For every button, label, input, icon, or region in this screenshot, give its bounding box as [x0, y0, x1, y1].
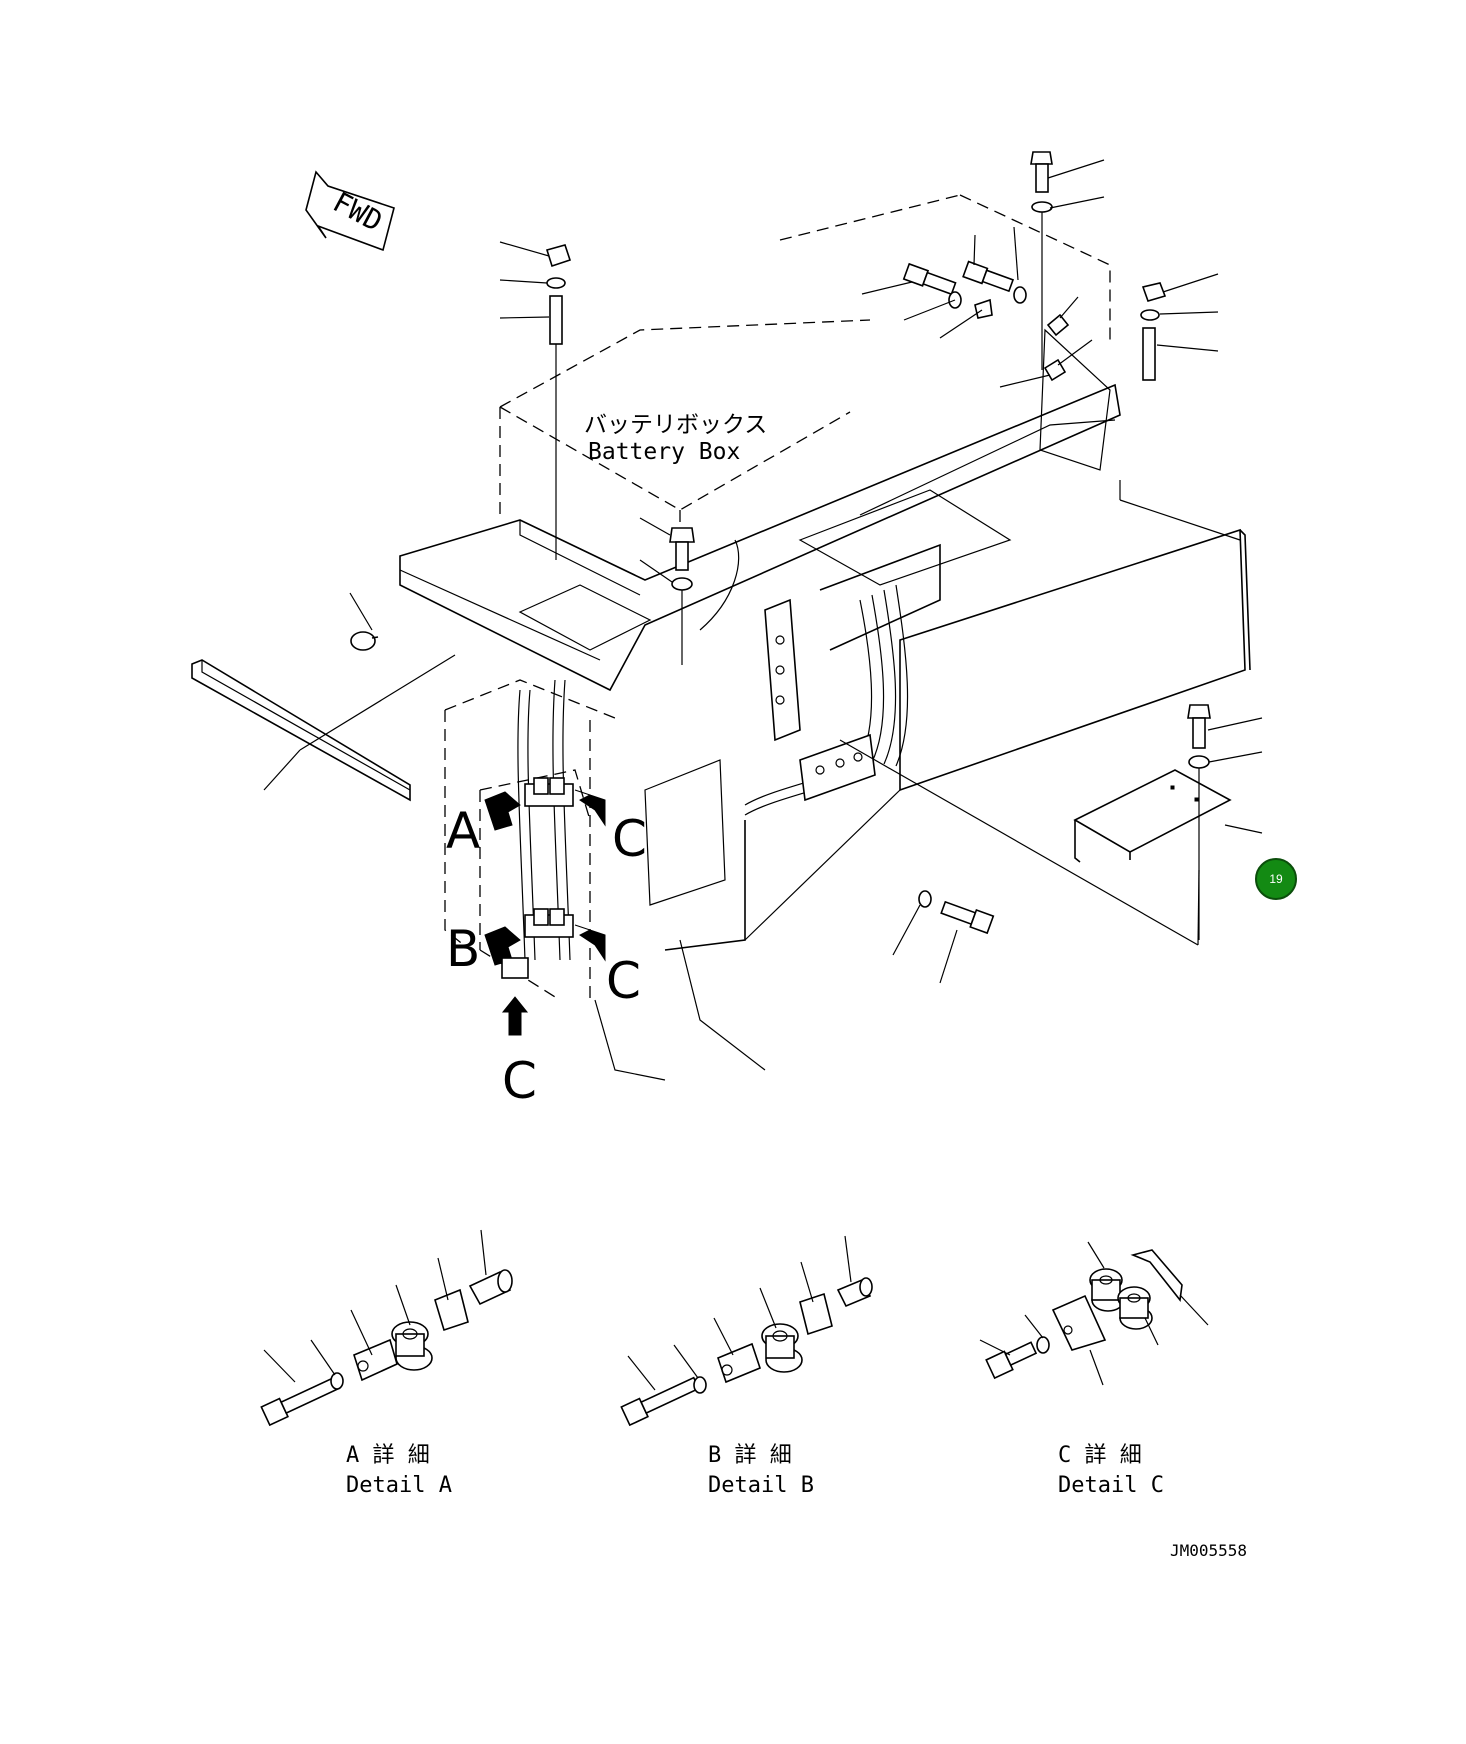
detail-a-title-en: Detail A [346, 1473, 452, 1498]
clip-icon [799, 1292, 833, 1336]
bolt-icon [1030, 151, 1053, 193]
washer-icon [546, 277, 566, 289]
clamp-cluster-a [484, 777, 606, 831]
nut-icon [1141, 282, 1167, 302]
battery-box-label-jp: バッテリボックス [584, 412, 767, 438]
drawing-number: JM005558 [1170, 1541, 1247, 1560]
bolt-icon [1187, 704, 1211, 719]
callout-number: 19 [1269, 872, 1283, 886]
bolt-icon [669, 527, 695, 543]
fwd-label: FWD [328, 185, 388, 238]
clamp-cluster-b [484, 908, 606, 966]
flat-bar [191, 659, 411, 802]
fwd-arrow-icon: FWD [305, 170, 395, 252]
detail-a: A 詳 細 Detail A [260, 1229, 513, 1498]
grommet-icon [391, 1321, 433, 1371]
bolt-icon [985, 1341, 1038, 1380]
clip-icon [434, 1288, 469, 1332]
frame-body [664, 328, 1251, 951]
reference-lines [299, 654, 1200, 946]
marker-a: A [446, 802, 480, 860]
stud-icon [549, 295, 563, 345]
bolt-icon [940, 900, 995, 935]
bolt-icon [962, 260, 1015, 293]
callout-badge[interactable]: 19 [1255, 858, 1297, 900]
detail-b-title-en: Detail B [708, 1473, 814, 1498]
collar-icon [468, 1269, 513, 1306]
battery-box-label-en: Battery Box [588, 439, 740, 465]
arrow-icon [574, 789, 606, 827]
washer-icon [693, 1376, 707, 1394]
bolt-icon [620, 1376, 700, 1427]
clip-icon [1046, 313, 1070, 337]
bolt-icon [260, 1376, 340, 1427]
detail-b-title-jp: B 詳 細 [708, 1443, 792, 1468]
rubber-plug [350, 631, 379, 651]
washer-icon [330, 1372, 344, 1390]
clamp-icon [1051, 1294, 1107, 1351]
hose-junction-block [764, 598, 876, 802]
washer-icon [1013, 286, 1027, 304]
marker-c: C [606, 952, 641, 1010]
marker-c: C [612, 810, 647, 868]
arrow-icon [501, 996, 529, 1036]
nut-icon [545, 244, 572, 268]
lower-frame-outline [444, 679, 766, 1081]
detail-c-title-en: Detail C [1058, 1473, 1164, 1498]
collar-icon [836, 1277, 873, 1308]
arrow-icon [574, 924, 606, 962]
grommet-icon [761, 1323, 803, 1373]
detail-b: B 詳 細 Detail B [620, 1235, 873, 1498]
stud-icon [1142, 327, 1156, 381]
arrow-icon [484, 791, 521, 831]
washer-icon [918, 890, 932, 908]
clip-markers: A C B C C [446, 802, 647, 1110]
clamp-cluster-c [501, 957, 529, 1036]
clamp-icon [353, 1338, 398, 1382]
arrow-icon [484, 926, 521, 966]
clamp-icon [717, 1342, 761, 1384]
marker-b: B [446, 920, 480, 978]
washer-icon [1031, 201, 1053, 213]
battery-tray [399, 383, 1121, 692]
clip-icon [1043, 358, 1067, 382]
detail-c-title-jp: C 詳 細 [1058, 1443, 1142, 1468]
detail-a-title-jp: A 詳 細 [346, 1443, 430, 1468]
clip-icon [974, 298, 993, 319]
washer-icon [671, 577, 693, 591]
clip-icon [1130, 1249, 1183, 1302]
marker-c: C [502, 1052, 537, 1110]
cover-plate [1073, 769, 1232, 863]
washer-icon [1036, 1336, 1050, 1354]
battery-box: バッテリボックス Battery Box [499, 194, 1111, 560]
bolt-icon [902, 262, 957, 296]
washer-icon [1140, 309, 1160, 321]
grommet-icon [1117, 1286, 1153, 1330]
leader-lines [263, 159, 1263, 984]
washer-icon [1188, 755, 1210, 769]
detail-c: C 詳 細 Detail C [979, 1241, 1209, 1498]
grommet-icon [1089, 1268, 1125, 1312]
